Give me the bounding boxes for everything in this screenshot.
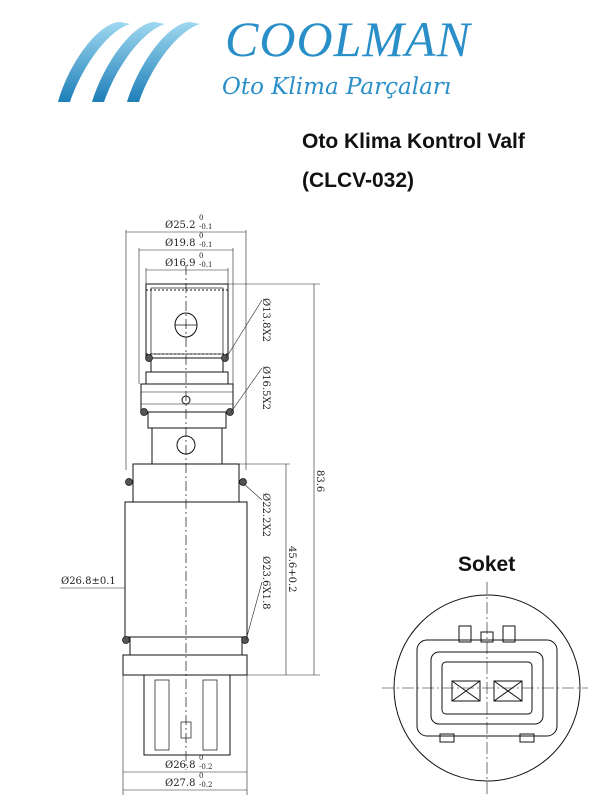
svg-text:-0.1: -0.1 <box>199 261 213 269</box>
socket-insert <box>441 661 533 715</box>
svg-text:0: 0 <box>199 252 203 260</box>
socket-housing <box>416 639 558 737</box>
valve-connector <box>143 674 231 756</box>
brand-name: COOLMAN <box>225 11 471 67</box>
socket-drawing <box>382 582 588 796</box>
dim-oring4: Ø23.6X1.8 <box>260 556 271 610</box>
dim-d3: Ø16.9 0 -0.1 <box>165 252 213 269</box>
brand-tagline: Oto Klima Parçaları <box>222 74 452 100</box>
o-rings <box>122 354 249 644</box>
product-title: Oto Klima Kontrol Valf <box>302 130 525 153</box>
svg-text:0: 0 <box>199 214 203 222</box>
product-code: (CLCV-032) <box>302 169 415 192</box>
logo-swoosh-icon <box>58 22 200 102</box>
svg-text:Ø19.8: Ø19.8 <box>165 238 195 249</box>
valve-flange <box>122 654 248 676</box>
dim-oring3: Ø22.2X2 <box>260 493 271 537</box>
dim-d2: Ø19.8 0 -0.1 <box>165 232 213 249</box>
svg-text:0: 0 <box>199 754 203 762</box>
svg-text:Ø16.9: Ø16.9 <box>165 258 195 269</box>
dim-oring1: Ø13.8X2 <box>260 298 271 342</box>
dim-body-length: 45.6+0.2 <box>286 546 297 593</box>
svg-text:0: 0 <box>199 232 203 240</box>
svg-text:-0.1: -0.1 <box>199 223 213 231</box>
dim-body-diameter: Ø26.8±0.1 <box>61 576 116 587</box>
svg-text:Ø27.8: Ø27.8 <box>165 778 195 789</box>
socket-pin-right <box>493 680 523 702</box>
valve-top-cap <box>145 283 229 359</box>
svg-text:Ø26.8: Ø26.8 <box>165 760 195 771</box>
svg-text:-0.1: -0.1 <box>199 241 213 249</box>
dim-d1: Ø25.2 0 -0.1 <box>165 214 213 231</box>
brand-logo: COOLMAN Oto Klima Parçaları <box>0 0 600 115</box>
svg-text:-0.2: -0.2 <box>199 763 213 771</box>
socket-label: Soket <box>458 553 516 576</box>
valve-mid-collar <box>140 383 234 413</box>
valve-stem <box>151 427 223 465</box>
dim-oring2: Ø16.5X2 <box>260 366 271 410</box>
svg-text:-0.2: -0.2 <box>199 781 213 789</box>
socket-outer-circle <box>393 594 581 782</box>
svg-text:Ø25.2: Ø25.2 <box>165 220 195 231</box>
dim-total-length: 83.6 <box>314 470 325 492</box>
dim-bottom2: Ø27.8 0 -0.2 <box>165 772 213 789</box>
socket-pin-left <box>451 680 481 702</box>
svg-text:0: 0 <box>199 772 203 780</box>
dim-bottom1: Ø26.8 0 -0.2 <box>165 754 213 771</box>
